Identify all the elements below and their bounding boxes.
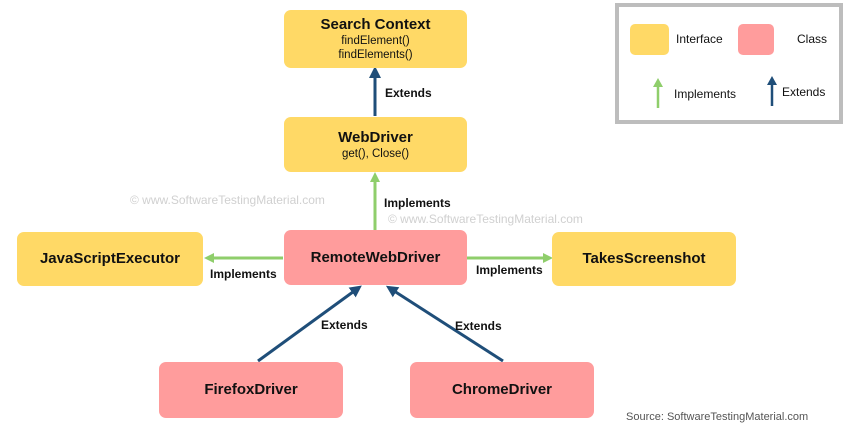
node-remote-webdriver: RemoteWebDriver: [284, 230, 467, 285]
node-chrome-driver: ChromeDriver: [410, 362, 594, 418]
legend-class-label: Class: [797, 32, 828, 46]
node-takes-screenshot: TakesScreenshot: [552, 232, 736, 286]
legend-class-swatch: [738, 24, 774, 55]
node-search-context-method: findElements(): [338, 49, 413, 61]
edge-label-firefox-extends: Extends: [321, 318, 368, 332]
node-firefox-driver-title: FirefoxDriver: [204, 381, 298, 398]
node-javascript-executor: JavaScriptExecutor: [17, 232, 203, 286]
edge-label-remote-implements-webdriver: Implements: [384, 196, 451, 210]
node-chrome-driver-title: ChromeDriver: [451, 381, 553, 398]
legend-implements-label: Implements: [674, 87, 737, 101]
edge-label-remote-implements-javascript: Implements: [210, 267, 277, 281]
node-firefox-driver: FirefoxDriver: [159, 362, 343, 418]
node-webdriver-method: get(), Close(): [341, 147, 410, 160]
legend-implements-arrow-icon: [653, 78, 663, 108]
node-remote-webdriver-title: RemoteWebDriver: [310, 248, 441, 266]
arrow-firefox-extends-remote: [257, 285, 362, 363]
node-search-context-title: Search Context: [320, 16, 431, 33]
legend-interface-label: Interface: [676, 32, 723, 46]
node-search-context-method: findElement(): [341, 35, 410, 47]
source-credit: Source: SoftwareTestingMaterial.com: [626, 411, 809, 423]
node-takes-screenshot-title: TakesScreenshot: [582, 250, 706, 267]
watermark-left: © www.SoftwareTestingMaterial.com: [130, 193, 325, 207]
edge-label-remote-implements-screenshot: Implements: [476, 263, 543, 277]
legend-extends-label: Extends: [782, 85, 826, 99]
legend-extends-arrow-icon: [767, 76, 777, 106]
node-webdriver: WebDriver get(), Close(): [284, 117, 467, 172]
watermark-right: © www.SoftwareTestingMaterial.com: [388, 212, 583, 226]
edge-label-chrome-extends: Extends: [455, 319, 502, 333]
legend: Interface Class Implements Extends: [615, 3, 843, 124]
node-javascript-executor-title: JavaScriptExecutor: [39, 250, 181, 267]
legend-interface-swatch: [630, 24, 669, 55]
edge-label-webdriver-extends: Extends: [385, 86, 432, 100]
node-webdriver-title: WebDriver: [338, 128, 413, 146]
arrow-chrome-extends-remote: [385, 285, 504, 363]
node-search-context: Search Context findElement() findElement…: [284, 10, 467, 68]
